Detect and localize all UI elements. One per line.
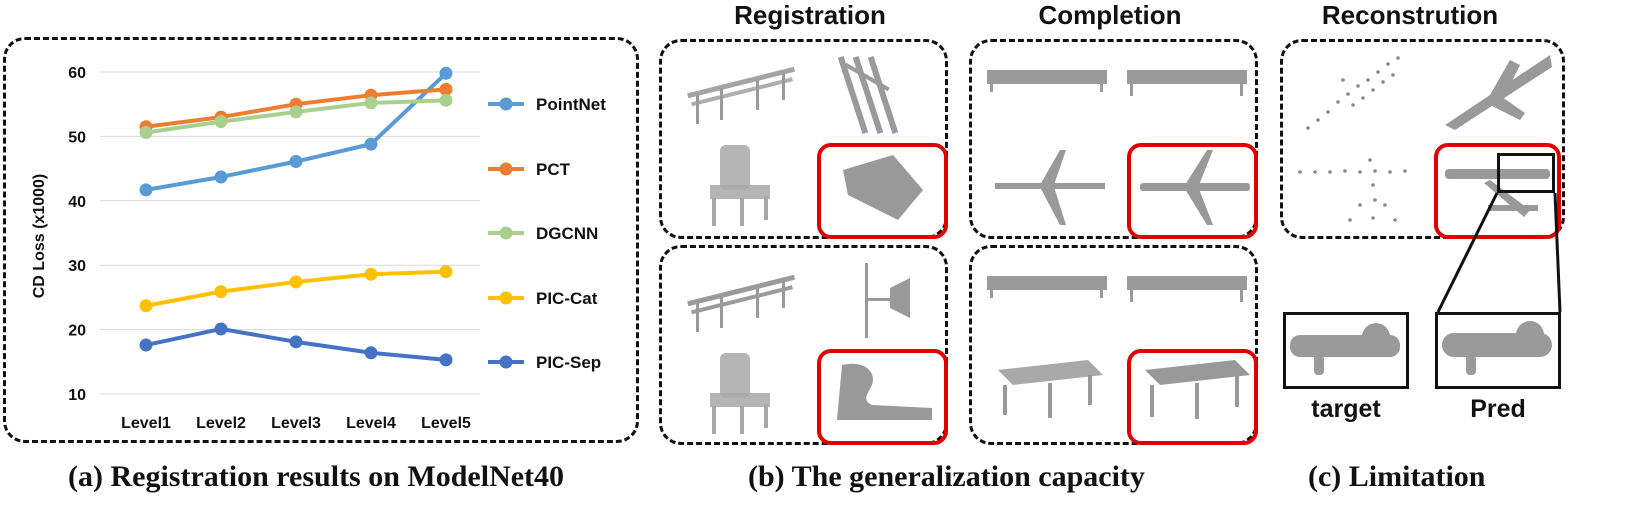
data-point [214, 285, 228, 299]
data-point [289, 105, 303, 119]
pointcloud-desk-complete [1145, 360, 1250, 419]
data-point [139, 183, 153, 197]
completion-panel-top [969, 39, 1258, 239]
caption-c: (c) Limitation [1308, 460, 1486, 493]
data-point [214, 322, 228, 336]
target-label: target [1311, 395, 1381, 423]
registration-panel-top [659, 39, 948, 239]
pointcloud-bench-complete-2 [1127, 276, 1247, 302]
pointcloud-airplane-complete [1140, 150, 1250, 225]
data-point [289, 335, 303, 349]
x-tick-label: Level4 [346, 415, 396, 432]
highlight-completion-top [1127, 143, 1258, 239]
data-point [439, 66, 453, 80]
highlight-registration-bottom [817, 349, 948, 445]
highlight-registration-top [817, 143, 948, 239]
pointcloud-table-rotated [837, 56, 899, 134]
data-point [139, 299, 153, 313]
chart-gridlines [100, 71, 480, 395]
legend-label: PIC-Sep [536, 353, 601, 372]
legend-swatch-marker [499, 291, 513, 305]
x-tick-label: Level5 [421, 415, 471, 432]
y-tick-label: 10 [68, 387, 86, 404]
title-reconstruction: Reconstrution [1321, 0, 1499, 30]
data-point [439, 93, 453, 107]
y-tick-label: 40 [68, 194, 86, 211]
registration-panel-bottom [659, 245, 948, 445]
data-point [439, 82, 453, 96]
y-axis-label: CD Loss (x1000) [31, 174, 48, 299]
y-tick-label: 50 [68, 129, 86, 146]
completion-panel-bottom [969, 245, 1258, 445]
data-point [289, 155, 303, 169]
data-point [364, 137, 378, 151]
zoom-pred-box [1435, 312, 1561, 389]
caption-b: (b) The generalization capacity [748, 460, 1145, 493]
pointcloud-desk-partial [998, 360, 1103, 418]
pointcloud-side-view [865, 263, 910, 338]
pointcloud-bench-partial [987, 70, 1107, 92]
pointcloud-chair-target-2 [710, 353, 770, 434]
pointcloud-airplane-reconstruction [1445, 55, 1552, 130]
pointcloud-bench-complete [1127, 70, 1247, 96]
legend-swatch-marker [499, 162, 513, 176]
data-point [364, 346, 378, 360]
data-point [139, 338, 153, 352]
data-point [214, 170, 228, 184]
pointcloud-registration-pred-top [843, 155, 923, 220]
zoom-region-box [1497, 153, 1555, 193]
data-point [139, 126, 153, 140]
pointcloud-registration-pred-bottom [837, 363, 932, 420]
pointcloud-sparse-input [1306, 56, 1400, 130]
legend-swatch-marker [499, 97, 513, 111]
pointcloud-sparse-input-2 [1298, 158, 1407, 222]
pred-label: Pred [1470, 395, 1526, 423]
legend-swatch-marker [499, 226, 513, 240]
title-completion: Completion [1038, 0, 1182, 30]
legend-label: PIC-Cat [536, 289, 598, 308]
legend-label: PCT [536, 160, 571, 179]
pointcloud-airplane-partial [995, 150, 1105, 225]
legend-label: PointNet [536, 95, 606, 114]
pointcloud-chair-target [710, 145, 770, 226]
y-tick-label: 20 [68, 323, 86, 340]
data-point [289, 275, 303, 289]
pointcloud-zoom-target [1290, 323, 1400, 375]
pointcloud-bench-partial-2 [987, 276, 1107, 298]
highlight-completion-bottom [1127, 349, 1258, 445]
zoom-connector-lines [1436, 192, 1562, 313]
x-tick-label: Level1 [121, 415, 171, 432]
data-point [364, 96, 378, 110]
legend-swatch-marker [499, 355, 513, 369]
series-line-pointnet [145, 71, 448, 192]
highlight-reconstruction [1434, 143, 1561, 239]
y-axis-ticks: 10 20 30 40 50 60 [68, 65, 86, 404]
chart-panel [3, 37, 639, 443]
data-point [439, 353, 453, 367]
x-tick-label: Level2 [196, 415, 246, 432]
caption-a: (a) Registration results on ModelNet40 [68, 460, 565, 493]
y-tick-label: 60 [68, 65, 86, 82]
legend-label: DGCNN [536, 224, 598, 243]
chart-series [139, 66, 453, 367]
data-point [364, 267, 378, 281]
reconstruction-panel [1280, 39, 1565, 239]
data-point [214, 115, 228, 129]
pointcloud-table-source-2 [687, 274, 796, 332]
x-axis-ticks: Level1 Level2 Level3 Level4 Level5 [121, 415, 471, 432]
title-registration: Registration [734, 0, 886, 30]
x-tick-label: Level3 [271, 415, 321, 432]
pointcloud-table-source [687, 66, 796, 124]
pointcloud-zoom-pred [1442, 321, 1552, 375]
zoom-target-box [1283, 312, 1409, 389]
y-tick-label: 30 [68, 258, 86, 275]
data-point [439, 265, 453, 279]
